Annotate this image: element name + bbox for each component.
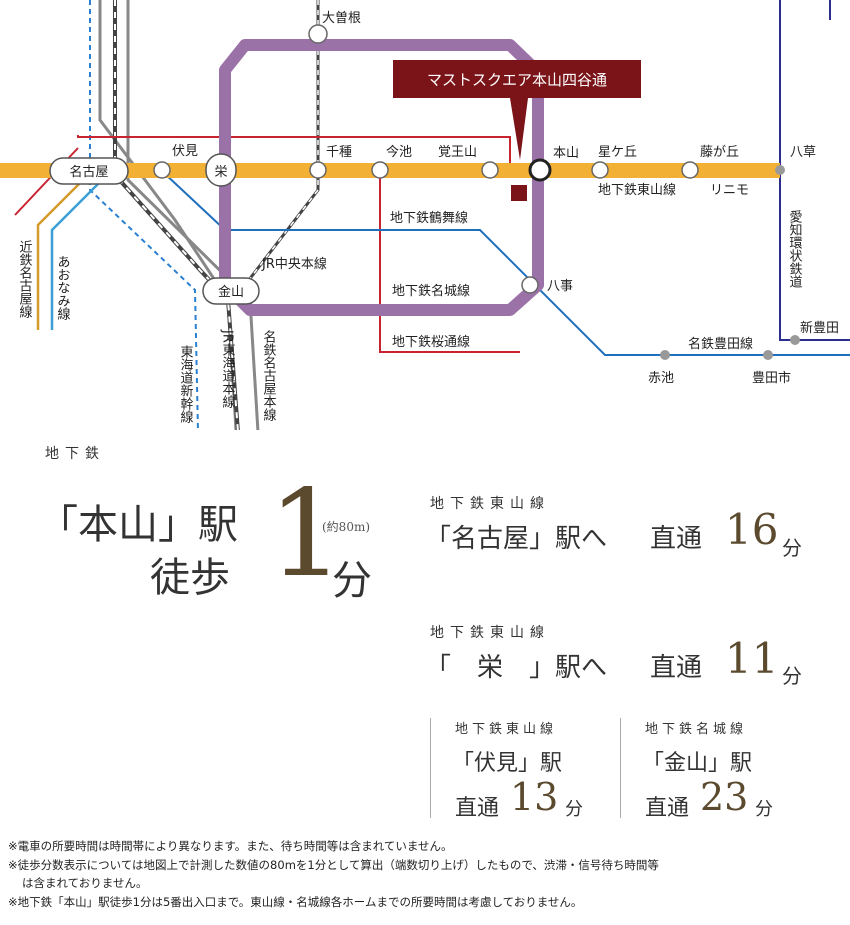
svg-text:名鉄名古屋本線: 名鉄名古屋本線 [261,329,277,421]
route2-direct: 直通 [650,653,703,683]
jr-line-gray [98,0,238,430]
svg-text:千種: 千種 [326,144,352,160]
note-4: ※地下鉄「本山」駅徒歩1分は5番出入口まで。東山線・名城線各ホームまでの所要時間… [8,895,583,909]
svg-text:赤池: 赤池 [648,371,674,386]
svg-text:覚王山: 覚王山 [438,145,477,160]
route2-unit: 分 [782,664,802,688]
svg-text:伏見: 伏見 [172,144,198,159]
svg-text:新豊田: 新豊田 [800,320,839,336]
svg-text:栄: 栄 [214,165,227,180]
aichi-kanjo-line [779,0,850,341]
sakuradori-line [77,135,511,165]
route1-direct: 直通 [650,524,703,554]
svg-text:リニモ: リニモ [710,183,749,198]
walk-label: 徒歩 [150,555,230,601]
svg-text:愛知環状鉄道: 愛知環状鉄道 [787,210,803,288]
route2-dest: 「 栄 」駅へ [425,653,608,683]
route-map: マストスクエア本山四谷通 名古屋 伏見 栄 千種 今池 覚王山 本山 星ケ丘 藤… [0,0,850,430]
svg-text:豊田市: 豊田市 [752,370,791,386]
walk-minutes: 1 [268,465,345,604]
svg-text:地下鉄桜通線: 地下鉄桜通線 [392,334,470,350]
route2-minutes: 11 [725,634,779,683]
meitetsu-line [126,0,260,430]
property-marker [511,185,527,201]
svg-text:名古屋: 名古屋 [69,164,108,180]
walk-distance: (約80m) [322,520,371,534]
property-label: マストスクエア本山四谷通 [427,71,607,89]
svg-text:本山: 本山 [553,146,579,161]
svg-text:あおなみ線: あおなみ線 [55,255,71,320]
svg-text:JR東海道本線: JR東海道本線 [220,329,236,408]
higashiyama-line [0,163,780,178]
sakae-station [205,153,237,187]
route1-dest: 「名古屋」駅へ [425,524,608,554]
route1-unit: 分 [782,536,802,560]
svg-text:東海道新幹線: 東海道新幹線 [178,344,194,423]
svg-text:地下鉄東山線: 地下鉄東山線 [598,182,676,198]
nagoya-station [49,157,129,185]
svg-text:地下鉄鶴舞線: 地下鉄鶴舞線 [390,210,468,226]
svg-text:JR中央本線: JR中央本線 [261,256,327,272]
svg-text:近鉄名古屋線: 近鉄名古屋線 [17,240,33,318]
svg-text:星ケ丘: 星ケ丘 [598,145,637,160]
route4-line: 地下鉄名城線 [645,722,748,737]
shinkansen-line [89,0,199,430]
route1-minutes: 16 [725,505,779,554]
svg-text:八事: 八事 [547,279,573,294]
route4-minutes: 23 [700,775,749,819]
meijo-line [219,39,544,316]
note-1: ※電車の所要時間は時間帯により異なります。また、待ち時間等は含まれていません。 [8,839,453,853]
walk-station: 「本山」駅 [38,502,238,548]
motoyama-station [528,158,552,182]
route4-dest: 「金山」駅 [642,751,753,776]
route4-unit: 分 [755,799,773,820]
svg-text:金山: 金山 [218,284,244,300]
kanayama-station [202,277,260,305]
note-3: は含まれておりません。 [22,876,148,890]
route3-direct: 直通 [455,796,500,821]
note-2: ※徒歩分数表示については地図上で計測した数値の80mを1分として算出（端数切り上… [8,858,659,872]
route4-direct: 直通 [645,796,690,821]
walk-prefix: 地下鉄 [45,446,105,462]
route1-line: 地下鉄東山線 [430,496,550,512]
route3-minutes: 13 [510,775,559,819]
svg-text:大曽根: 大曽根 [322,11,361,26]
svg-text:地下鉄名城線: 地下鉄名城線 [392,283,470,299]
svg-text:藤が丘: 藤が丘 [700,145,739,160]
aonami-line [50,181,101,330]
route3-line: 地下鉄東山線 [455,722,558,737]
route2-line: 地下鉄東山線 [430,625,550,641]
svg-text:名鉄豊田線: 名鉄豊田線 [688,336,753,352]
svg-text:今池: 今池 [386,144,412,160]
route3-unit: 分 [565,799,583,820]
walk-unit: 分 [332,558,372,604]
svg-text:八草: 八草 [790,145,816,160]
route3-dest: 「伏見」駅 [452,751,563,776]
tsurumai-line [162,171,850,356]
